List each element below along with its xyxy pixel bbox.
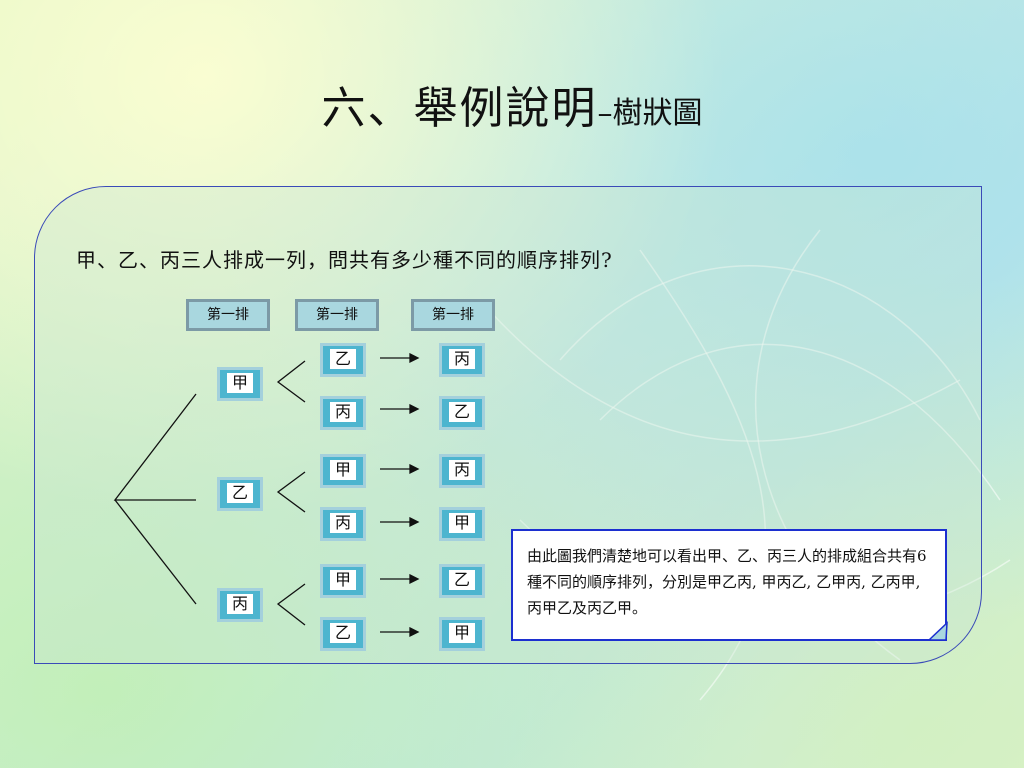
tree-node-level3: 丙 — [439, 454, 485, 488]
summary-note-text: 由此圖我們清楚地可以看出甲、乙、丙三人的排成組合共有6種不同的順序排列，分別是甲… — [527, 547, 927, 617]
tree-node-level2: 丙 — [320, 507, 366, 541]
tree-node-level3: 丙 — [439, 343, 485, 377]
summary-note: 由此圖我們清楚地可以看出甲、乙、丙三人的排成組合共有6種不同的順序排列，分別是甲… — [511, 529, 947, 641]
title-sub: –樹狀圖 — [597, 96, 703, 131]
tree-node-level1: 乙 — [217, 477, 263, 511]
question-text: 甲、乙、丙三人排成一列，問共有多少種不同的順序排列? — [76, 248, 613, 272]
tree-node-level3: 乙 — [439, 396, 485, 430]
title-main: 六、舉例說明 — [321, 83, 598, 134]
page-title: 六、舉例說明–樹狀圖 — [0, 72, 1024, 136]
column-header-1: 第一排 — [186, 299, 270, 331]
column-header-2: 第一排 — [295, 299, 379, 331]
tree-node-level2: 乙 — [320, 343, 366, 377]
tree-node-level2: 甲 — [320, 454, 366, 488]
tree-node-level2: 乙 — [320, 617, 366, 651]
tree-node-level2: 丙 — [320, 396, 366, 430]
column-header-3: 第一排 — [411, 299, 495, 331]
tree-node-level3: 甲 — [439, 617, 485, 651]
tree-node-level1: 丙 — [217, 588, 263, 622]
tree-node-level3: 乙 — [439, 564, 485, 598]
tree-node-level1: 甲 — [217, 367, 263, 401]
tree-node-level2: 甲 — [320, 564, 366, 598]
tree-node-level3: 甲 — [439, 507, 485, 541]
